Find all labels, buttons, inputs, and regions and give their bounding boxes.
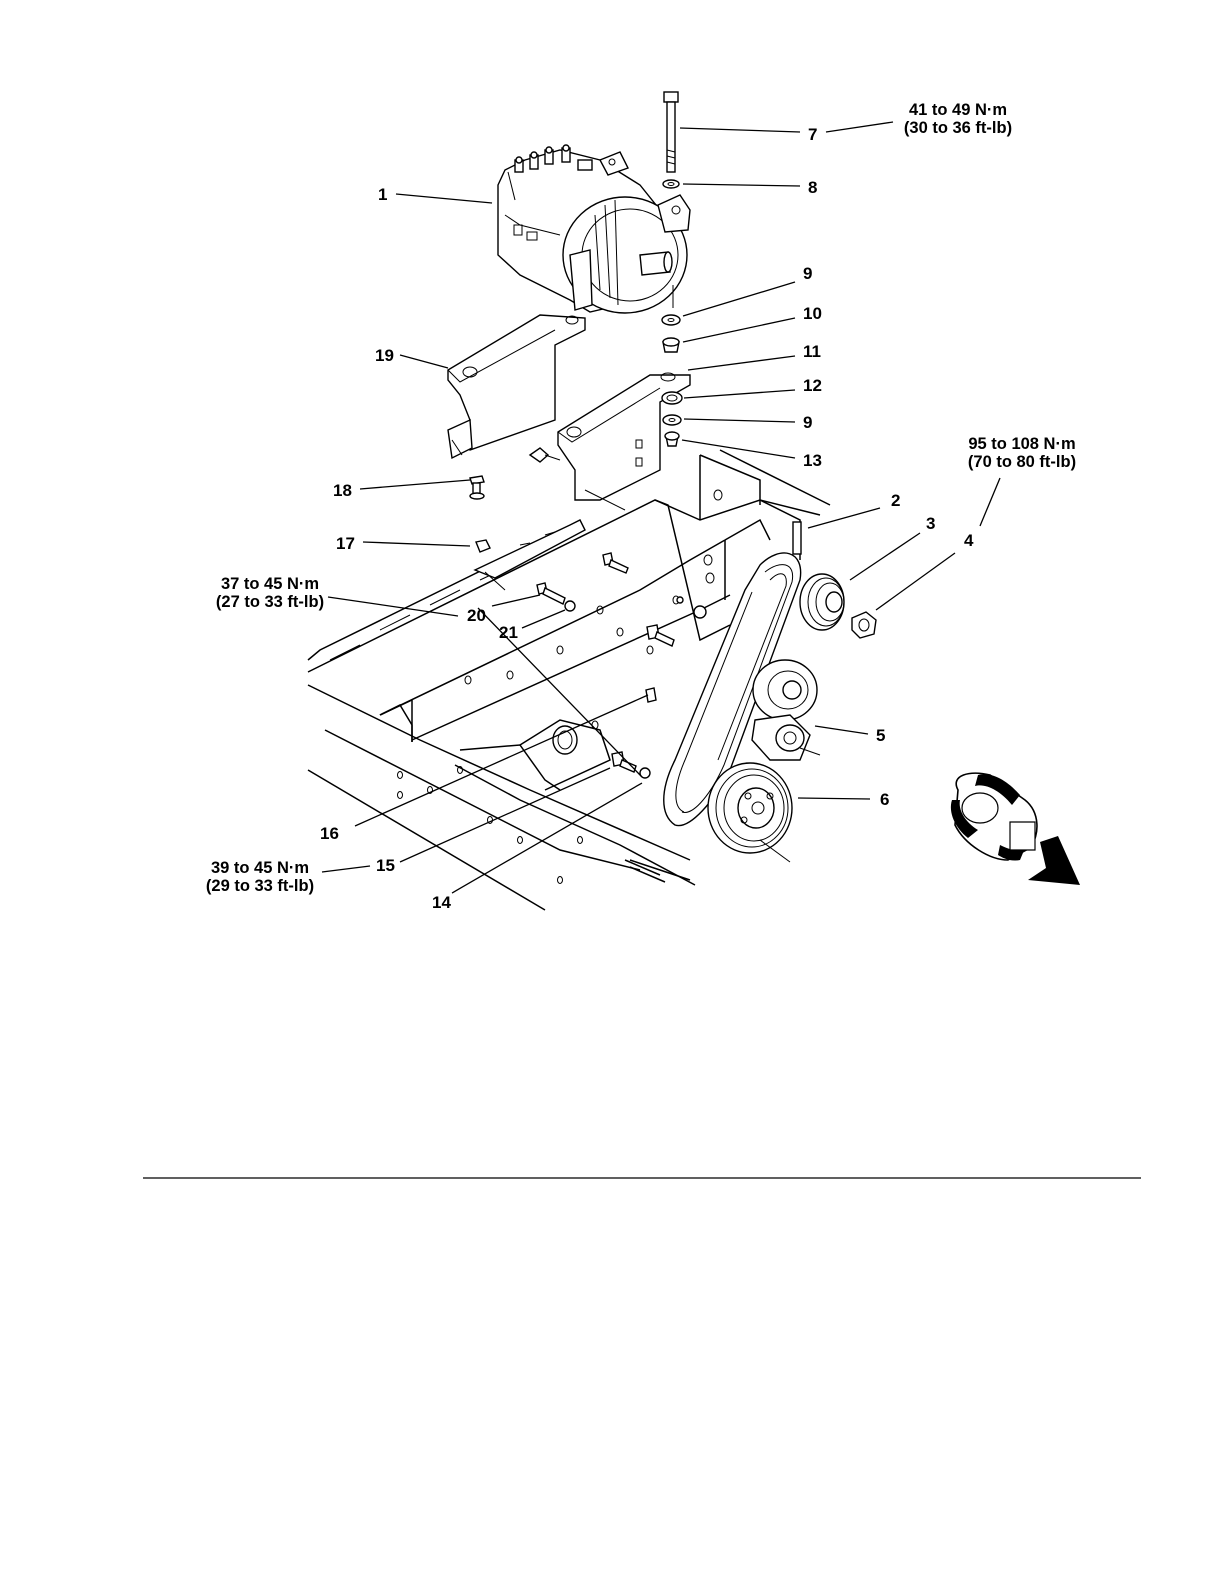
callout-12: 12 xyxy=(803,376,822,395)
callout-14: 14 xyxy=(432,893,451,912)
callout-3: 3 xyxy=(926,514,935,533)
callout-9-lower: 9 xyxy=(803,413,812,432)
callout-11: 11 xyxy=(803,342,821,361)
orientation-arrow-icon xyxy=(951,773,1080,885)
callout-2: 2 xyxy=(891,491,900,510)
torque-4-imperial: (70 to 80 ft-lb) xyxy=(968,453,1076,471)
torque-7-imperial: (30 to 36 ft-lb) xyxy=(904,119,1012,137)
callout-21: 21 xyxy=(499,623,518,642)
callout-18: 18 xyxy=(333,481,352,500)
belt-tensioner xyxy=(752,660,820,760)
torque-15-imperial: (29 to 33 ft-lb) xyxy=(206,877,314,895)
callout-9-upper: 9 xyxy=(803,264,812,283)
callout-6: 6 xyxy=(880,790,889,809)
alternator xyxy=(498,145,690,313)
callout-5: 5 xyxy=(876,726,885,745)
torque-4-metric: 95 to 108 N·m xyxy=(968,435,1075,453)
callout-7: 7 xyxy=(808,125,817,144)
callout-17: 17 xyxy=(336,534,355,553)
torque-20-metric: 37 to 45 N·m xyxy=(221,575,319,593)
torque-7-metric: 41 to 49 N·m xyxy=(909,101,1007,119)
torque-20-imperial: (27 to 33 ft-lb) xyxy=(216,593,324,611)
callout-15: 15 xyxy=(376,856,395,875)
crank-pulley xyxy=(708,763,792,862)
torque-15-metric: 39 to 45 N·m xyxy=(211,859,309,877)
callout-8: 8 xyxy=(808,178,817,197)
callout-4: 4 xyxy=(964,531,974,550)
callout-20: 20 xyxy=(467,606,486,625)
callout-19: 19 xyxy=(375,346,394,365)
alternator-pulley xyxy=(800,574,876,638)
callout-13: 13 xyxy=(803,451,822,470)
callout-10: 10 xyxy=(803,304,822,323)
callout-16: 16 xyxy=(320,824,339,843)
callout-1: 1 xyxy=(378,185,387,204)
